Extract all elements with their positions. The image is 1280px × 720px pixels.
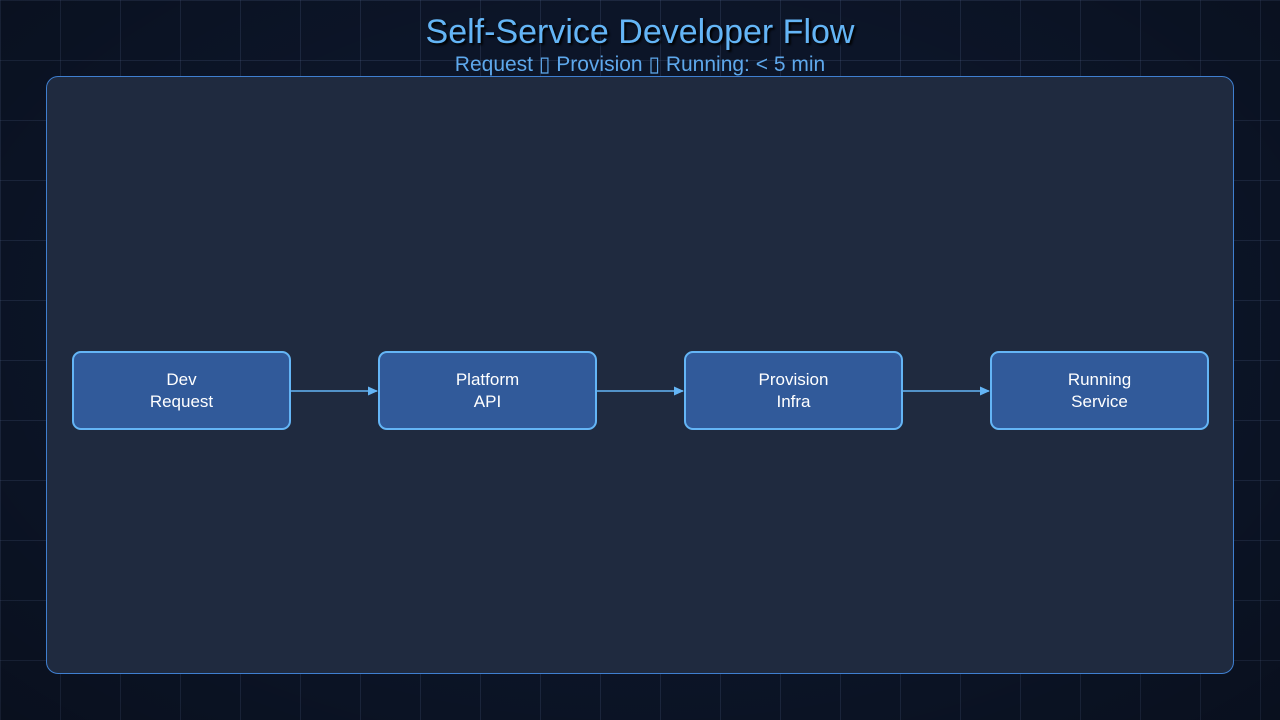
diagram-subtitle: Request ▯ Provision ▯ Running: < 5 min [454, 53, 826, 76]
node-label-line2: Infra [776, 391, 811, 411]
node-label-line1: Dev [166, 369, 197, 389]
node-label-line2: Request [149, 391, 214, 411]
node-label-line1: Running [1067, 369, 1132, 389]
node-platform-api: Platform API [378, 351, 597, 430]
node-dev-request: Dev Request [72, 351, 291, 430]
node-provision-infra: Provision Infra [684, 351, 903, 430]
node-running-service: Running Service [990, 351, 1209, 430]
node-label-line1: Provision [758, 369, 829, 389]
diagram-title: Self-Service Developer Flow [425, 13, 855, 51]
node-label-line1: Platform [455, 369, 520, 389]
node-label-line2: API [473, 391, 502, 411]
node-label-line2: Service [1071, 391, 1128, 411]
